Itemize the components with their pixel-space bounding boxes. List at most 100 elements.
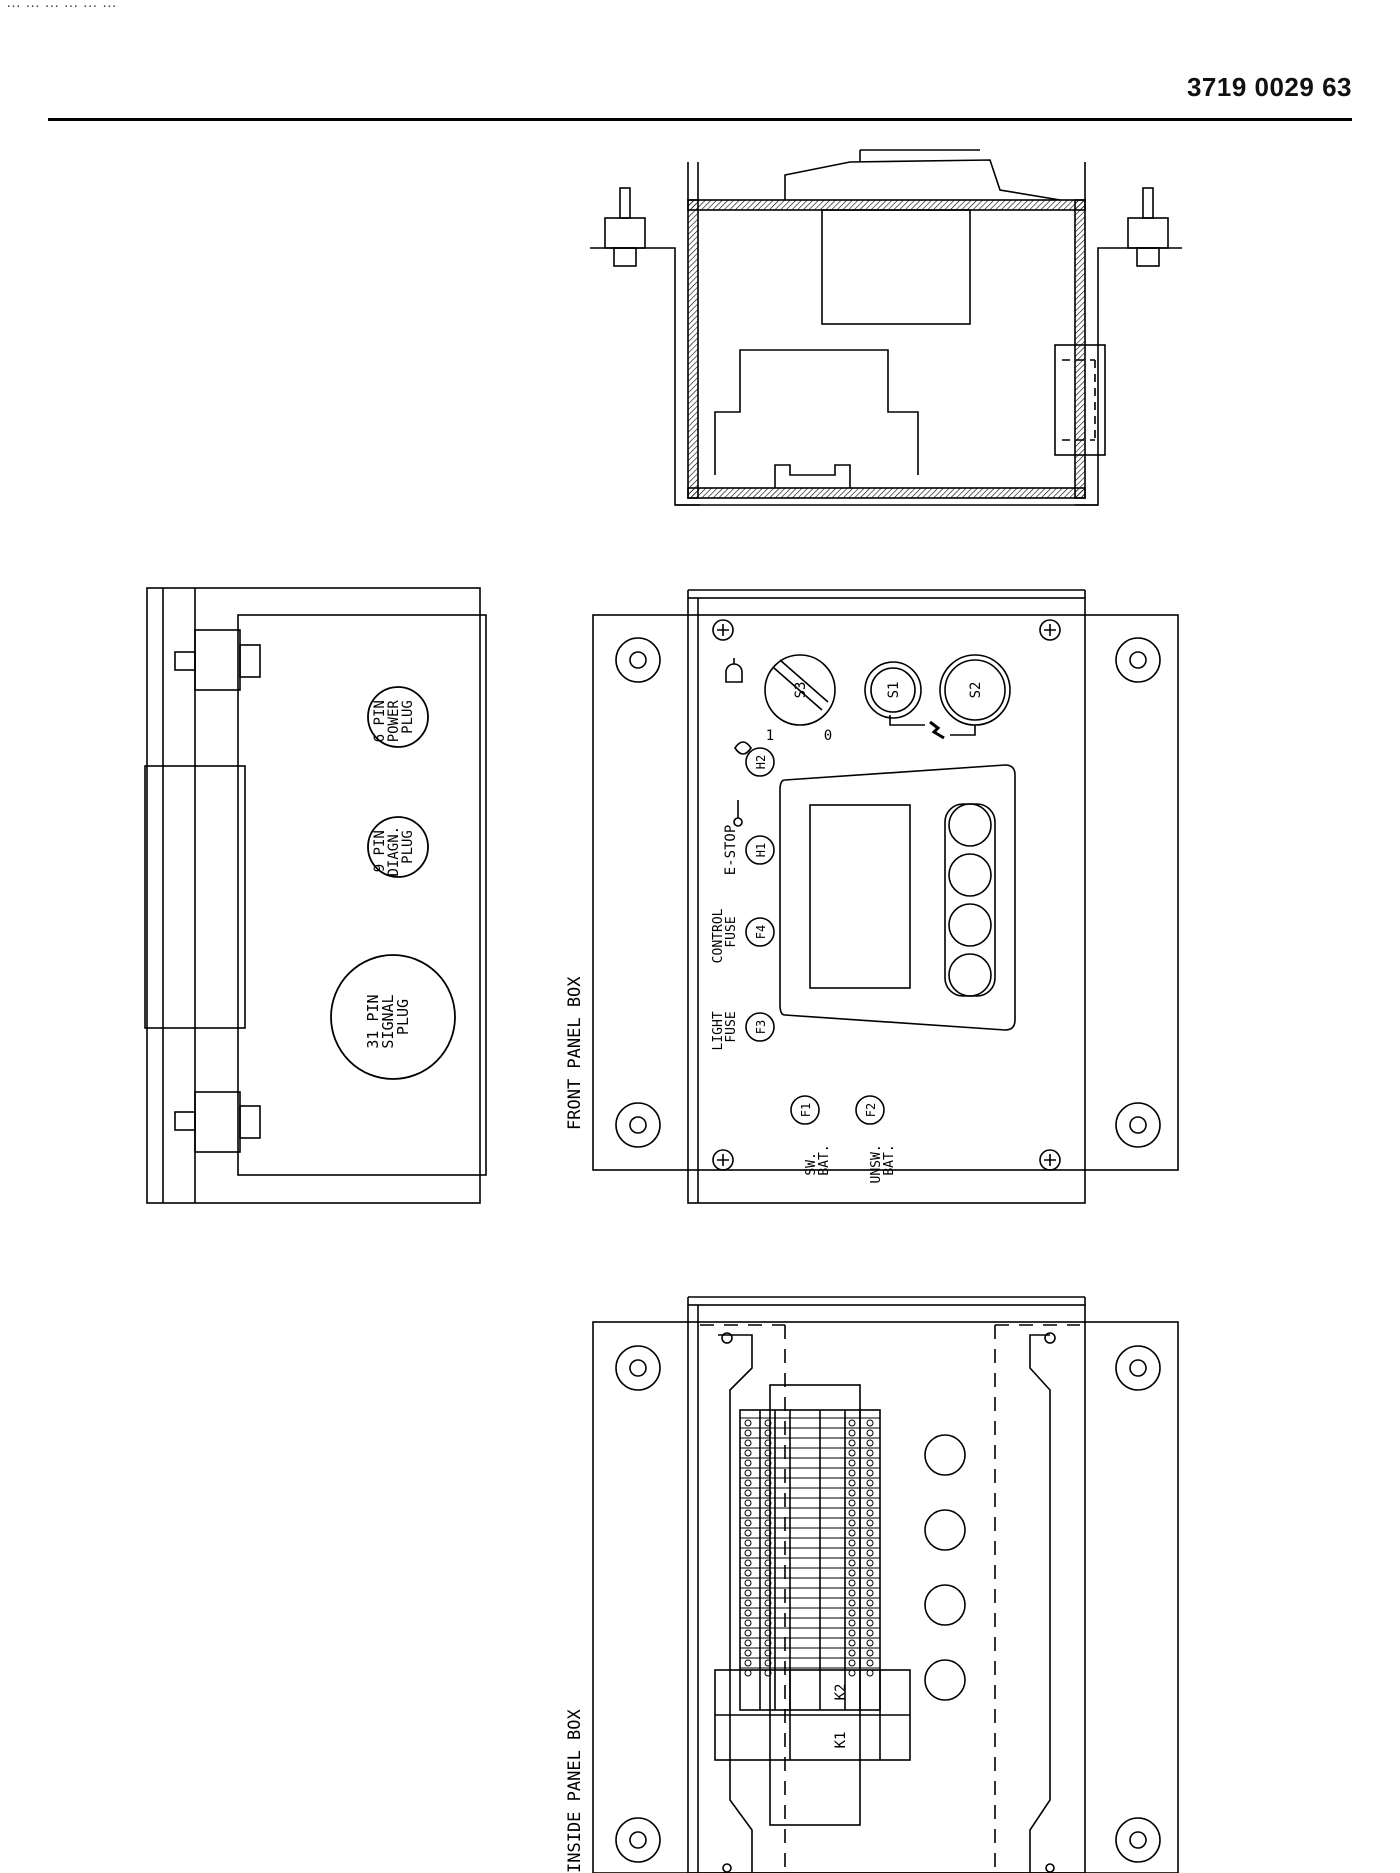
terminal-screw [866,1479,874,1487]
terminal-screw [848,1609,856,1617]
terminal-screw [848,1469,856,1477]
terminal-screw [764,1509,772,1517]
label-light-fuse: LIGHT FUSE [711,1004,739,1051]
svg-text:31 PIN SIGNAL PLUG: 31 PIN SIGNAL PLUG [364,985,412,1048]
label-k2: K2 [833,1684,849,1701]
terminal-screw [866,1469,874,1477]
plug-9-pin: 9 PIN DIAGN. PLUG [367,816,429,878]
top-section-view [590,149,1182,506]
terminal-screw [744,1539,752,1547]
terminal-screw [764,1499,772,1507]
terminal-screw [848,1569,856,1577]
terminal-screw [764,1609,772,1617]
inside-panel-title: INSIDE PANEL BOX [565,1708,585,1873]
terminal-screw [848,1489,856,1497]
label-f3: F3 [754,1020,768,1034]
terminal-screw [764,1559,772,1567]
terminal-screw [848,1429,856,1437]
terminal-screw [764,1659,772,1667]
label-s2: S2 [968,682,984,699]
terminal-screw [744,1669,752,1677]
terminal-screw [866,1539,874,1547]
terminal-screw [866,1579,874,1587]
terminal-screw [848,1499,856,1507]
terminal-screw [744,1469,752,1477]
terminal-screw [744,1619,752,1627]
terminal-rows [740,1417,880,1677]
plug-31-pin: 31 PIN SIGNAL PLUG [330,954,456,1080]
terminal-screw [764,1539,772,1547]
terminal-screw [764,1549,772,1557]
terminal-screw [764,1579,772,1587]
label-f2: F2 [864,1103,878,1117]
terminal-screw [764,1439,772,1447]
svg-text:6 PIN POWER PLUG: 6 PIN POWER PLUG [372,692,416,743]
terminal-screw [848,1539,856,1547]
label-s3-pos0: 0 [824,728,832,744]
terminal-screw [866,1559,874,1567]
terminal-screw [866,1419,874,1427]
terminal-screw [848,1589,856,1597]
terminal-screw [866,1499,874,1507]
page-top-fragment: … … … … … … [6,0,117,11]
front-panel-labels: FRONT PANEL BOX S3 1 0 S1 S2 H2 H1 F4 F3… [565,682,984,1184]
terminal-screw [744,1639,752,1647]
terminal-screw [764,1489,772,1497]
label-h1: H1 [754,843,768,857]
terminal-screw [744,1479,752,1487]
terminal-screw [848,1519,856,1527]
terminal-screw [866,1519,874,1527]
terminal-screw [764,1669,772,1677]
terminal-screw [848,1659,856,1667]
terminal-screw [866,1669,874,1677]
terminal-screw [848,1579,856,1587]
terminal-screw [848,1599,856,1607]
terminal-screw [866,1459,874,1467]
terminal-screw [866,1549,874,1557]
inside-panel-labels: INSIDE PANEL BOX K1 K2 [565,1684,849,1873]
label-s3: S3 [793,682,809,699]
terminal-screw [866,1449,874,1457]
terminal-screw [848,1529,856,1537]
terminal-screw [744,1489,752,1497]
label-k1: K1 [833,1732,849,1749]
side-view [144,587,487,1204]
terminal-screw [848,1649,856,1657]
terminal-screw [764,1519,772,1527]
terminal-screw [744,1519,752,1527]
terminal-screw [764,1639,772,1647]
header-rule [48,118,1352,121]
terminal-screw [848,1479,856,1487]
terminal-screw [764,1469,772,1477]
terminal-screw [866,1639,874,1647]
terminal-screw [848,1549,856,1557]
terminal-screw [866,1629,874,1637]
terminal-screw [764,1529,772,1537]
terminal-screw [866,1429,874,1437]
terminal-screw [764,1569,772,1577]
terminal-screw [866,1439,874,1447]
terminal-screw [744,1429,752,1437]
terminal-screw [848,1449,856,1457]
svg-text:9 PIN DIAGN. PLUG: 9 PIN DIAGN. PLUG [372,817,416,876]
terminal-screw [764,1629,772,1637]
inside-panel-box [592,1296,1179,1873]
terminal-screw [848,1629,856,1637]
terminal-screw [744,1529,752,1537]
terminal-screw [848,1669,856,1677]
terminal-screw [764,1419,772,1427]
terminal-screw [744,1599,752,1607]
terminal-screw [866,1489,874,1497]
terminal-screw [744,1569,752,1577]
terminal-screw [866,1529,874,1537]
front-panel-title: FRONT PANEL BOX [565,976,585,1130]
terminal-screw [764,1589,772,1597]
terminal-screw [744,1419,752,1427]
terminal-screw [744,1659,752,1667]
terminal-screw [744,1459,752,1467]
label-control-fuse: CONTROL FUSE [711,901,739,964]
terminal-screw [866,1599,874,1607]
terminal-screw [744,1579,752,1587]
terminal-screw [764,1599,772,1607]
terminal-screw [764,1449,772,1457]
